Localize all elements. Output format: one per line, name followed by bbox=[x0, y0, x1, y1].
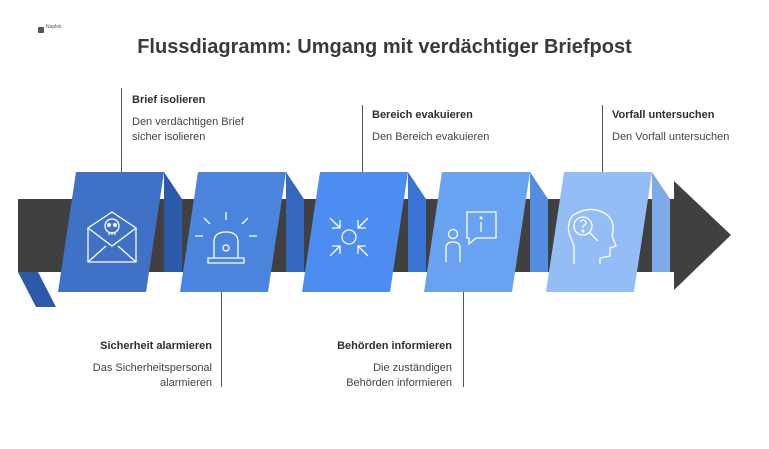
envelope-skull-icon bbox=[87, 211, 137, 263]
step-panel-3 bbox=[302, 172, 426, 292]
step-label-3: Bereich evakuieren Den Bereich evakuiere… bbox=[372, 108, 542, 145]
step-panel-1 bbox=[18, 172, 182, 307]
step-title: Sicherheit alarmieren bbox=[100, 340, 212, 352]
step-panel-4 bbox=[424, 172, 548, 292]
step-panel-5 bbox=[546, 172, 670, 292]
connector-line-3 bbox=[362, 105, 363, 172]
head-question-icon bbox=[567, 208, 617, 264]
siren-icon bbox=[195, 212, 257, 264]
step-description: Den verdächtigen Brief sicher isolieren bbox=[132, 116, 244, 143]
connector-line-2 bbox=[221, 292, 222, 387]
step-title: Bereich evakuieren bbox=[372, 109, 473, 121]
step-panel-2 bbox=[180, 172, 304, 292]
step-title: Behörden informieren bbox=[337, 340, 452, 352]
step-description: Den Vorfall untersuchen bbox=[612, 131, 730, 143]
step-description: Den Bereich evakuieren bbox=[372, 131, 490, 143]
step-label-5: Vorfall untersuchen Den Vorfall untersuc… bbox=[612, 108, 762, 145]
connector-line-5 bbox=[602, 105, 603, 172]
step-description: Das Sicherheitspersonal alarmieren bbox=[92, 362, 212, 389]
step-label-2: Sicherheit alarmieren Das Sicherheitsper… bbox=[40, 339, 212, 391]
step-title: Vorfall untersuchen bbox=[612, 109, 715, 121]
arrows-inward-icon bbox=[329, 217, 369, 257]
person-info-icon bbox=[445, 211, 497, 262]
step-label-1: Brief isolieren Den verdächtigen Brief s… bbox=[132, 93, 302, 145]
step-title: Brief isolieren bbox=[132, 94, 206, 106]
logo-icon bbox=[38, 27, 44, 33]
page-title: Flussdiagramm: Umgang mit verdächtiger B… bbox=[137, 36, 632, 58]
step-label-4: Behörden informieren Die zuständigen Beh… bbox=[280, 339, 452, 391]
connector-line-1 bbox=[121, 88, 122, 172]
step-description: Die zuständigen Behörden informieren bbox=[346, 362, 452, 389]
arrow-head bbox=[674, 181, 731, 290]
logo-text: Napkin bbox=[46, 24, 62, 30]
connector-line-4 bbox=[463, 292, 464, 387]
